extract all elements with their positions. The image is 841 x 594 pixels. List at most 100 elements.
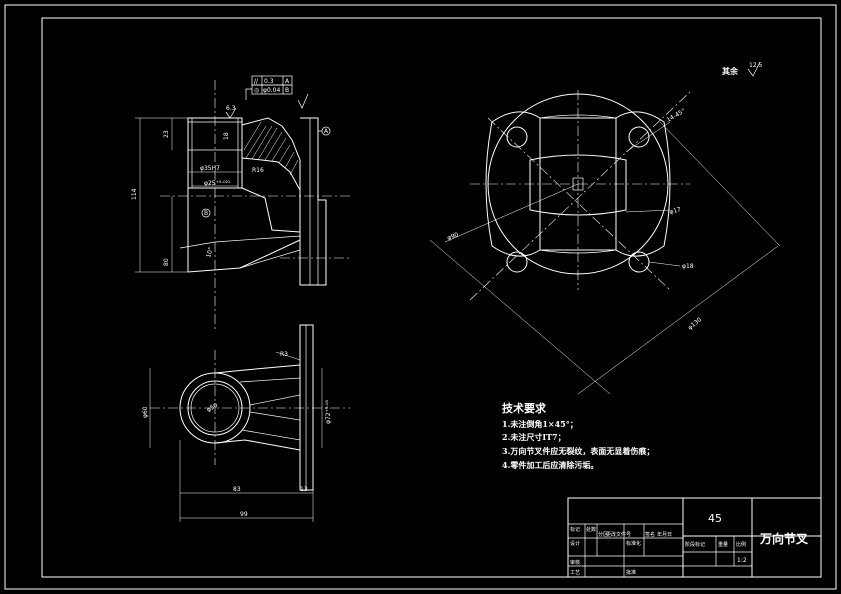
tech-item-1: 1.未注倒角1×45°； xyxy=(502,419,578,430)
dim-phi130-ext2 xyxy=(659,121,781,247)
r3-leader xyxy=(275,351,301,361)
dim-1445: 14-45° xyxy=(666,107,687,123)
side-rib-bottom xyxy=(241,411,301,441)
tb-mark: 标记 xyxy=(570,526,580,533)
front-view: 114 23 80 18 φ35H7 φ25⁺⁰·⁰²¹ R16 6.3 // … xyxy=(131,75,350,330)
top-diag-2 xyxy=(469,91,691,301)
tol2-value: φ0.04 xyxy=(263,87,281,94)
tb-change: 更改文件号 xyxy=(606,531,631,538)
datum-b-marker xyxy=(201,208,211,218)
tb-design: 设计 xyxy=(570,540,580,547)
bolt-hole-tl xyxy=(506,126,528,148)
dim-phi130: φ130 xyxy=(687,316,703,331)
side-arm-top xyxy=(214,364,301,374)
bolt-hole-br xyxy=(628,251,650,273)
dim-phi90-line xyxy=(444,183,579,243)
roughness-note-value: 12.5 xyxy=(749,62,763,69)
tb-scale-label: 比例 xyxy=(736,541,746,548)
roughness-note: 其余 12.5 xyxy=(722,61,763,77)
tb-review: 审核 xyxy=(570,559,580,566)
title-block: 45 万向节叉 标记 处数 分区 更改文件号 签名 年月日 设计 标准化 审核 … xyxy=(567,497,822,578)
datum-b: B xyxy=(204,210,208,217)
tol1-value: 0.3 xyxy=(264,78,274,85)
tol1-ref: A xyxy=(285,78,290,85)
dim-114: 114 xyxy=(131,188,138,200)
dim-99: 99 xyxy=(240,511,248,518)
tol1-symbol: // xyxy=(254,78,259,85)
lower-arm-inner xyxy=(241,187,301,233)
side-view: φ60 φ50 φ72⁺⁰·⁰³ R3 83 13 99 xyxy=(142,324,350,522)
material-label: 45 xyxy=(708,512,722,525)
side-flange xyxy=(299,324,314,491)
tech-item-4: 4.零件加工后应清除污垢。 xyxy=(502,460,598,470)
title-block-frame xyxy=(567,497,822,578)
outer-border xyxy=(4,4,837,590)
roughness-symbol-icon xyxy=(747,61,761,77)
datum-a: A xyxy=(324,128,329,135)
tb-weight: 重量 xyxy=(718,541,728,548)
tolerance-frame-1: // 0.3 A xyxy=(251,75,293,86)
dim-angle: 10° xyxy=(205,246,215,258)
tb-process: 工艺 xyxy=(570,570,580,576)
tb-sign: 签名 xyxy=(645,531,655,538)
roughness-note-label: 其余 xyxy=(722,66,739,76)
inner-border xyxy=(41,17,822,578)
tb-date: 年月日 xyxy=(657,531,672,538)
tb-standard: 标准化 xyxy=(626,540,641,547)
tech-title: 技术要求 xyxy=(502,401,547,415)
top-view: φ130 φ90 14-45° φ17 φ18 xyxy=(429,90,781,395)
top-flange-circle xyxy=(487,93,669,275)
dim-phi17: φ17 xyxy=(669,206,682,216)
part-name: 万向节叉 xyxy=(759,531,809,546)
tol2-symbol: ◎ xyxy=(254,87,259,94)
dim-80: 80 xyxy=(163,258,170,266)
roughness-front-icon xyxy=(225,107,237,119)
lower-arm-edge xyxy=(239,249,301,272)
tb-approve: 批准 xyxy=(626,569,636,576)
dim-phi130-line xyxy=(577,245,779,395)
dim-phi35: φ35H7 xyxy=(200,165,220,172)
side-arm-bottom xyxy=(214,439,301,451)
dim-18: 18 xyxy=(223,132,230,140)
roughness-right-icon xyxy=(297,93,309,109)
top-fork-edge-top xyxy=(539,114,617,119)
tb-scale-value: 1:2 xyxy=(737,557,747,564)
dim-phi72: φ72⁺⁰·⁰³ xyxy=(325,400,332,424)
tol2-ref: B xyxy=(285,87,289,94)
dim-phi18-line xyxy=(648,261,681,267)
tol2-box xyxy=(251,84,293,95)
section-outline xyxy=(241,117,301,192)
dim-phi50: φ50 xyxy=(206,402,220,414)
dim-phi90: φ90 xyxy=(446,231,459,242)
tech-item-2: 2.未注尺寸IT7； xyxy=(502,432,566,443)
lower-arm-outline xyxy=(187,188,301,273)
top-left-lug xyxy=(485,111,541,257)
top-diag-1 xyxy=(487,117,671,291)
top-fork-edge-bot xyxy=(539,249,617,254)
tb-zone: 分区 xyxy=(598,531,608,538)
dim-1445-line xyxy=(625,121,671,153)
bolt-hole-bl xyxy=(506,251,528,273)
tol-leader xyxy=(245,88,252,100)
dim-83: 83 xyxy=(233,486,241,493)
top-fork-yoke xyxy=(529,154,627,216)
tech-item-3: 3.万向节叉件应无裂纹，表面无显着伤痕； xyxy=(502,446,654,457)
side-inner-circle xyxy=(187,380,243,436)
dim-r16: R16 xyxy=(252,167,264,174)
bolt-hole-tr xyxy=(628,126,650,148)
dim-phi18: φ18 xyxy=(682,263,694,270)
lower-arm-line xyxy=(179,235,301,249)
tech-requirements: 技术要求 1.未注倒角1×45°； 2.未注尺寸IT7； 3.万向节叉件应无裂纹… xyxy=(502,401,654,470)
dim-23: 23 xyxy=(163,130,170,138)
tb-stage: 阶段标记 xyxy=(685,541,705,548)
dim-phi130-ext1 xyxy=(429,239,611,395)
tolerance-frame-2: ◎ φ0.04 B xyxy=(251,84,293,95)
top-fork-body xyxy=(539,117,617,251)
section-hatch xyxy=(243,121,299,176)
top-center-mark xyxy=(572,177,584,191)
tb-count: 处数 xyxy=(586,526,596,533)
flange-outline xyxy=(299,117,327,286)
dim-13: 13 xyxy=(300,486,308,493)
roughness-front: 6.3 xyxy=(226,105,236,112)
